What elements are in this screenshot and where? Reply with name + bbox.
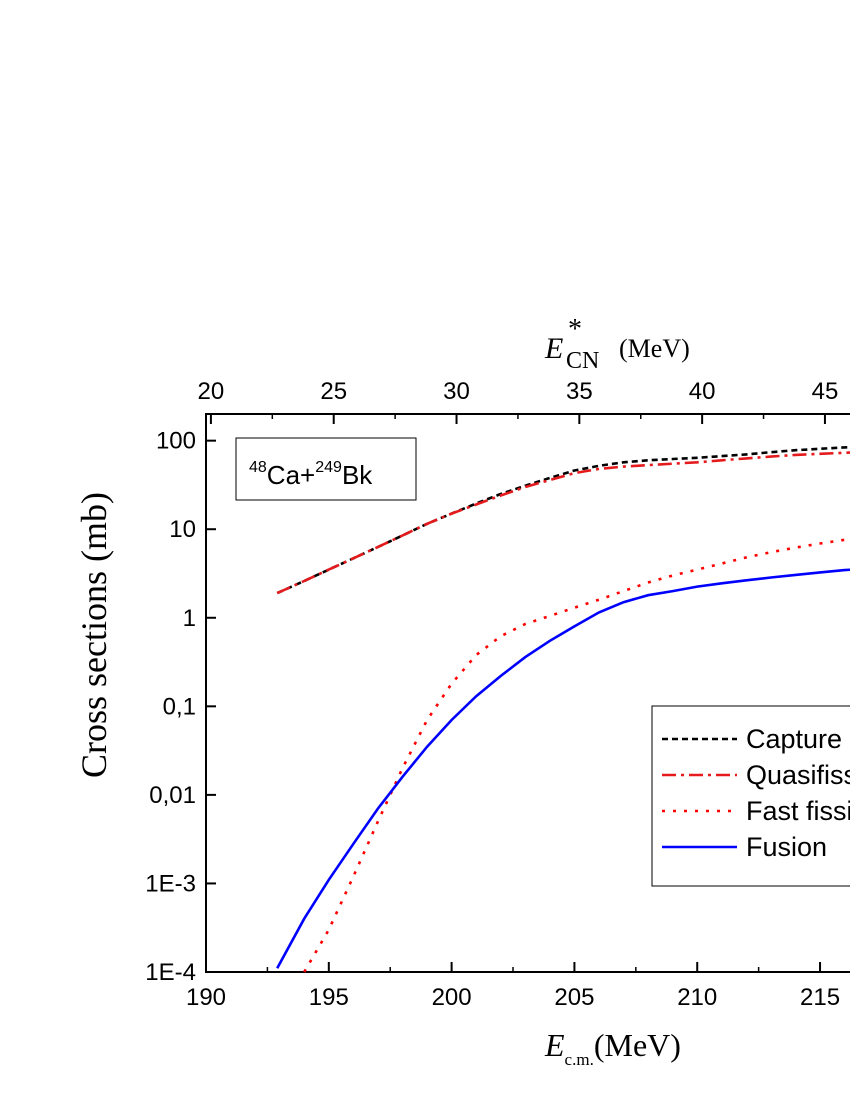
- legend: CaptureQuasifissionFast fissionFusion: [651, 705, 850, 887]
- x-axis-title: Ec.m.(MeV): [544, 1027, 681, 1069]
- x2-tick-label: 20: [198, 378, 225, 405]
- x-tick-label: 210: [677, 984, 717, 1011]
- legend-label: Quasifission: [746, 760, 850, 790]
- y-tick-label: 1E-4: [145, 959, 196, 986]
- plus-sign: +: [300, 460, 315, 490]
- plot-area-frame: [205, 413, 850, 973]
- y-axis-title: Cross sections (mb): [74, 492, 114, 778]
- x-tick-label: 190: [186, 984, 226, 1011]
- series-layer: [276, 445, 850, 973]
- y-tick-label: 100: [156, 428, 196, 455]
- x2-tick-label: 30: [443, 378, 470, 405]
- legend-label: Capture: [746, 724, 842, 754]
- reaction-label-box: 48Ca+249Bk: [235, 437, 417, 501]
- mass-number-a: 48: [249, 459, 267, 476]
- element-b: Bk: [342, 460, 373, 490]
- x2-axis-title: E: [544, 332, 563, 365]
- svg-text:48Ca+249Bk: 48Ca+249Bk: [249, 459, 373, 490]
- y-tick-label: 0,01: [149, 782, 196, 809]
- x2-tick-label: 40: [689, 378, 716, 405]
- x-tick-label: 205: [554, 984, 594, 1011]
- x2-axis-title-sup: *: [568, 314, 582, 345]
- x2-tick-label: 45: [812, 378, 839, 405]
- x2-tick-label: 35: [566, 378, 593, 405]
- x2-axis-title-sub: CN: [566, 348, 599, 374]
- x-tick-label: 200: [432, 984, 472, 1011]
- y-tick-label: 10: [169, 516, 196, 543]
- tick-labels: 190 195 200 205 210 215 20 25 30 35 40 45 1E-4 1E-3 0,…: [145, 378, 840, 1011]
- x2-tick-label: 25: [320, 378, 347, 405]
- x2-axis-title-unit: (MeV): [619, 334, 690, 363]
- y-tick-label: 1: [183, 605, 196, 632]
- x-tick-label: 215: [800, 984, 840, 1011]
- mass-number-b: 249: [315, 459, 342, 476]
- y-tick-label: 0,1: [163, 693, 196, 720]
- x-tick-label: 195: [309, 984, 349, 1011]
- legend-label: Fusion: [746, 832, 827, 862]
- legend-label: Fast fission: [746, 796, 850, 826]
- series-line-fusion: [276, 568, 850, 969]
- y-tick-label: 1E-3: [145, 870, 196, 897]
- element-a: Ca: [267, 460, 301, 490]
- series-line-quasifission: [276, 451, 850, 595]
